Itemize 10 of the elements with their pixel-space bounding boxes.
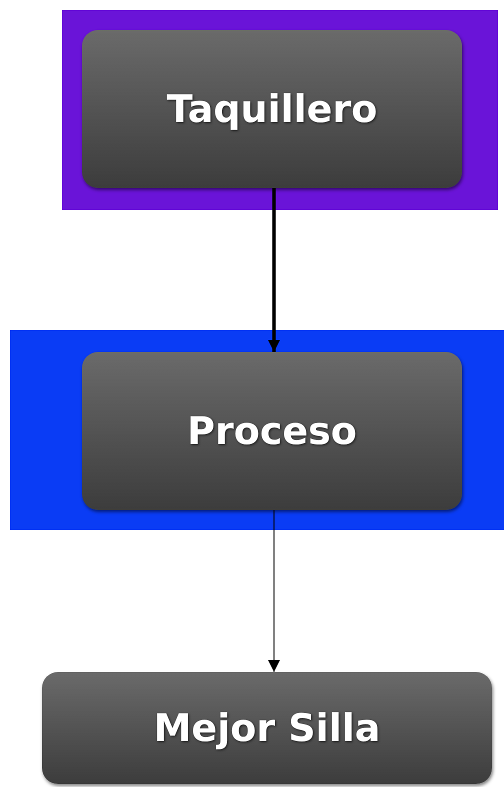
group-band <box>62 10 498 210</box>
process-box <box>82 30 462 188</box>
process-box <box>42 672 492 784</box>
group-band <box>10 330 504 530</box>
node-label: Proceso <box>187 409 357 453</box>
node-label: Taquillero <box>166 87 378 131</box>
node-label: Mejor Silla <box>154 706 380 750</box>
arrow <box>268 510 280 672</box>
arrow <box>268 188 280 352</box>
process-box <box>82 352 462 510</box>
